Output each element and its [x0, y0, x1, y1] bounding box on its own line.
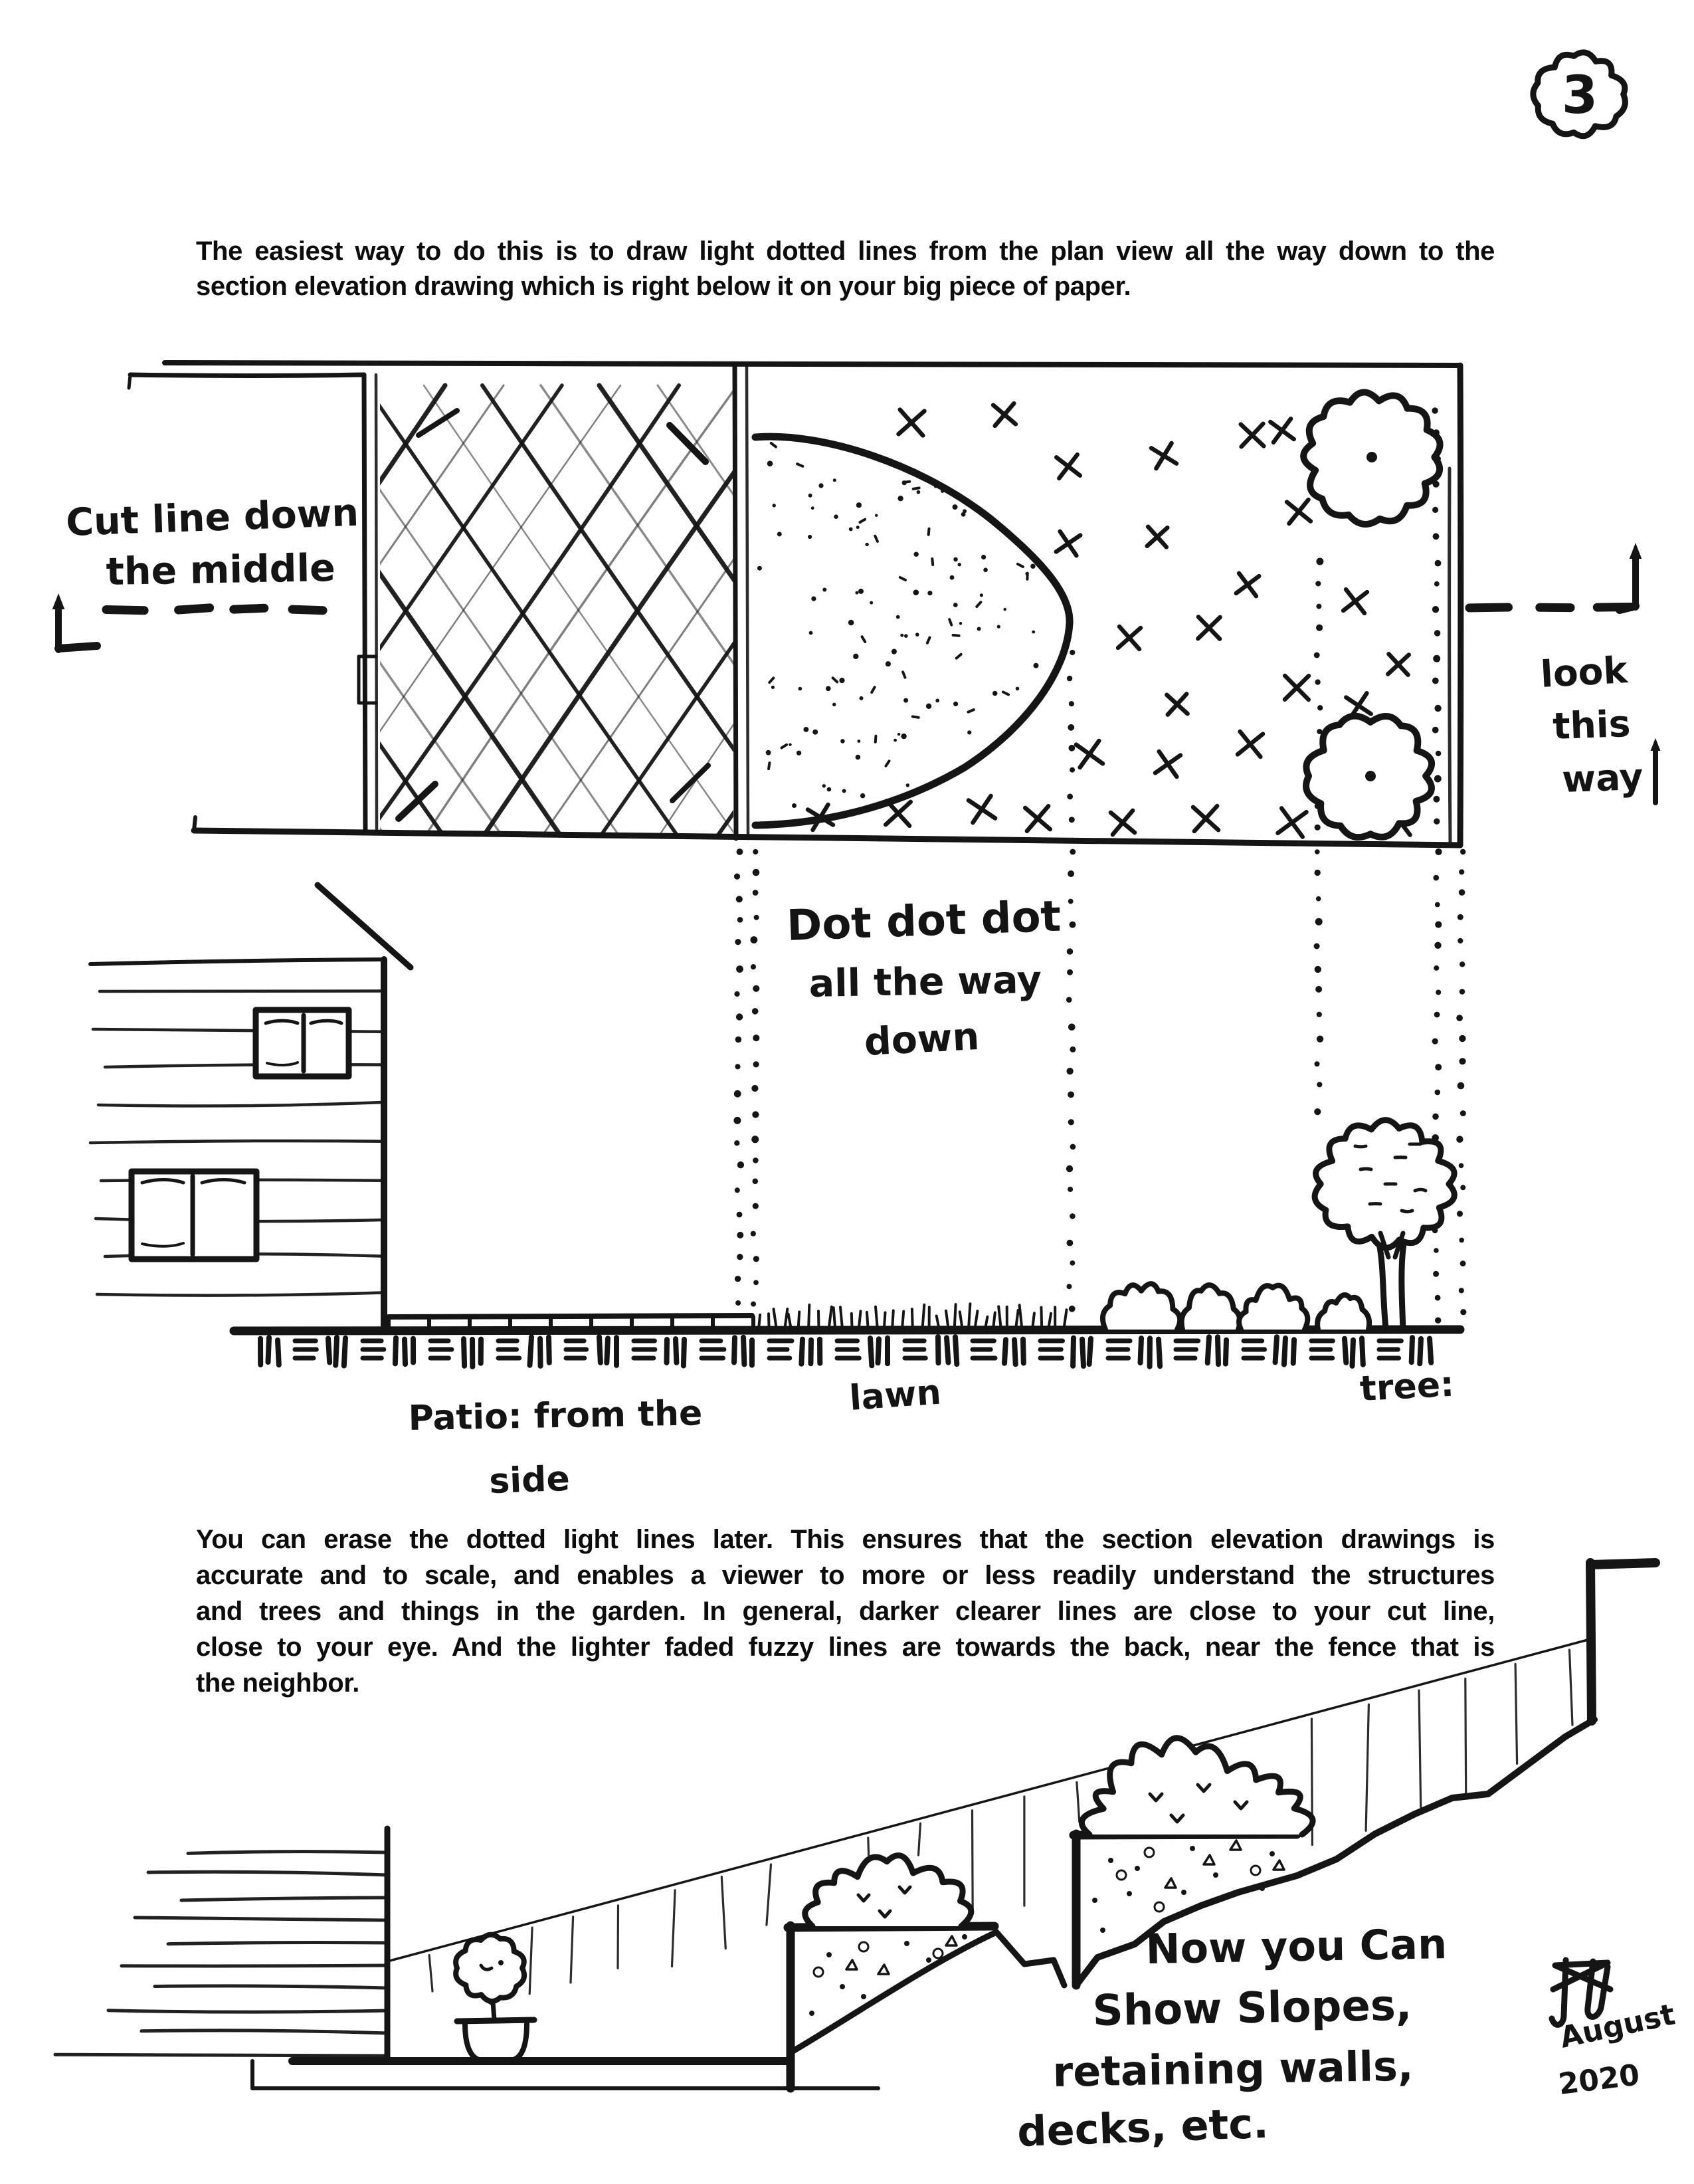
paragraph-line: The easiest way to do this is to draw li…: [196, 237, 1495, 266]
plan-view-sketch: [127, 360, 1464, 848]
intro-paragraph: The easiest way to do this is to draw li…: [196, 234, 1495, 304]
body-paragraph: You can erase the dotted light lines lat…: [196, 1522, 1495, 1701]
look-label-1: look: [1539, 648, 1630, 696]
signature-year: 2020: [1556, 2058, 1642, 2102]
paragraph-line: close to your eye. And the lighter faded…: [196, 1633, 1495, 1662]
tree-label: tree:: [1359, 1365, 1456, 1409]
page-number: 3: [1562, 66, 1598, 126]
paragraph-line: section elevation drawing which is right…: [196, 272, 1131, 301]
cut-line-label-2: the middle: [106, 546, 335, 594]
section-elevation-sketch: [88, 882, 1465, 1369]
cut-line-sketch: [52, 543, 1661, 805]
paragraph-line: accurate and to scale, and enables a vie…: [196, 1561, 1495, 1590]
look-label-2: this: [1552, 702, 1631, 747]
paragraph-line: You can erase the dotted light lines lat…: [196, 1525, 1495, 1554]
slope-note-3: retaining walls,: [1052, 2042, 1414, 2096]
cut-line-label-1: Cut line down: [65, 491, 359, 545]
patio-label-2: side: [488, 1459, 570, 1502]
dot-label-1: Dot dot dot: [786, 892, 1062, 951]
paragraph-line: the neighbor.: [196, 1668, 359, 1698]
slope-diagram-sketch: [53, 1558, 1660, 2093]
page-number-badge: [1530, 49, 1628, 140]
patio-label-1: Patio: from the: [408, 1393, 703, 1439]
handwritten-labels: Cut line down the middle look this way D…: [65, 66, 1678, 2156]
lawn-label: lawn: [848, 1372, 943, 1418]
dot-label-2: all the way: [808, 958, 1042, 1006]
slope-note-2: Show Slopes,: [1092, 1981, 1412, 2036]
slope-note-1: Now you Can: [1145, 1920, 1448, 1973]
signature-month: August: [1557, 1997, 1678, 2054]
paragraph-line: and trees and things in the garden. In g…: [196, 1597, 1495, 1626]
look-label-3: way: [1561, 755, 1644, 801]
slope-note-4: decks, etc.: [1016, 2099, 1270, 2156]
dot-label-3: down: [863, 1015, 980, 1064]
